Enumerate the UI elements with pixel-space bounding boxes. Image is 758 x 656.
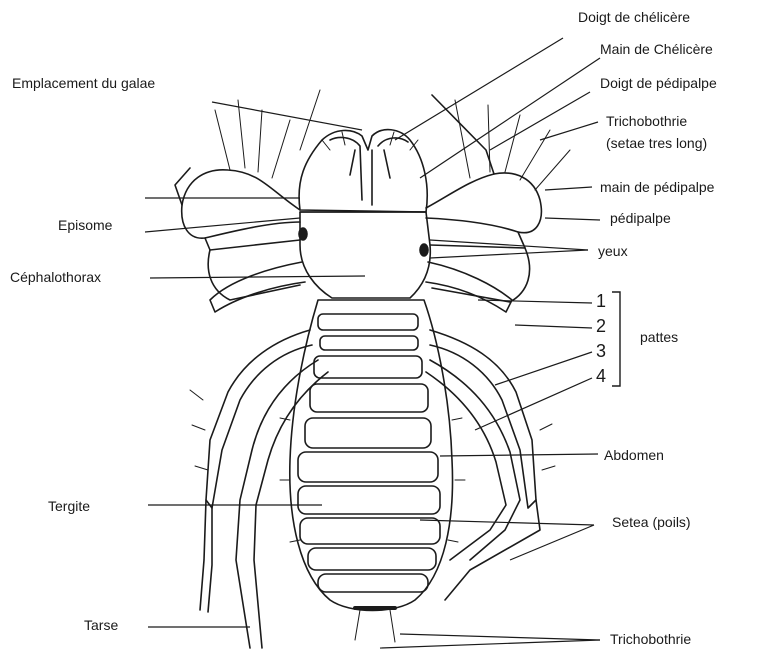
right-pedipalp-drawing — [426, 95, 541, 302]
leader-cephalothorax — [150, 276, 365, 278]
label-trichobothrie-top: Trichobothrie — [606, 112, 687, 130]
left-legs-drawing — [200, 262, 328, 648]
label-leg-1: 1 — [596, 292, 606, 310]
label-cephalothorax: Céphalothorax — [10, 268, 101, 286]
label-leg-3: 3 — [596, 342, 606, 360]
leader-episome — [145, 218, 300, 232]
label-main-chelicere: Main de Chélicère — [600, 40, 713, 58]
label-doigt-chelicere: Doigt de chélicère — [578, 8, 690, 26]
leader-leg-1 — [478, 300, 592, 303]
leader-main-pedipalpe — [545, 187, 592, 190]
label-leg-4: 4 — [596, 367, 606, 385]
leader-pedipalpe — [545, 218, 600, 220]
leader-main-chelicere — [420, 58, 600, 178]
label-pedipalpe: pédipalpe — [610, 209, 671, 227]
label-abdomen: Abdomen — [604, 446, 664, 464]
label-episome: Episome — [58, 216, 112, 234]
leader-leg-3 — [495, 352, 592, 385]
label-trichobothrie-bottom: Trichobothrie — [610, 630, 691, 648]
leader-abdomen — [440, 454, 598, 456]
leader-trichobothrie-top — [540, 122, 598, 140]
label-trichobothrie-top-note: (setae tres long) — [606, 134, 707, 152]
label-tarse: Tarse — [84, 616, 118, 634]
label-setea: Setea (poils) — [612, 513, 691, 531]
label-pattes: pattes — [640, 328, 678, 346]
leader-yeux-2 — [430, 250, 588, 258]
leader-leg-2 — [515, 325, 592, 328]
leader-lines — [145, 38, 600, 648]
label-main-pedipalpe: main de pédipalpe — [600, 178, 714, 196]
label-yeux: yeux — [598, 242, 628, 260]
chelicerae-drawing — [299, 130, 427, 212]
pattes-bracket — [612, 292, 620, 386]
right-legs-drawing — [426, 262, 540, 600]
leader-emplacement-galae — [212, 102, 362, 130]
label-leg-2: 2 — [596, 317, 606, 335]
label-tergite: Tergite — [48, 497, 90, 515]
leader-trichobothrie-bottom-1 — [400, 634, 600, 640]
leader-doigt-chelicere — [395, 38, 563, 140]
label-emplacement-galae: Emplacement du galae — [12, 74, 155, 92]
leader-trichobothrie-bottom-2 — [380, 640, 600, 648]
leader-setea-2 — [510, 525, 594, 560]
label-doigt-pedipalpe: Doigt de pédipalpe — [600, 74, 717, 92]
left-pedipalp-drawing — [175, 168, 300, 300]
cephalothorax-drawing — [299, 212, 430, 298]
abdomen-drawing — [290, 300, 453, 611]
